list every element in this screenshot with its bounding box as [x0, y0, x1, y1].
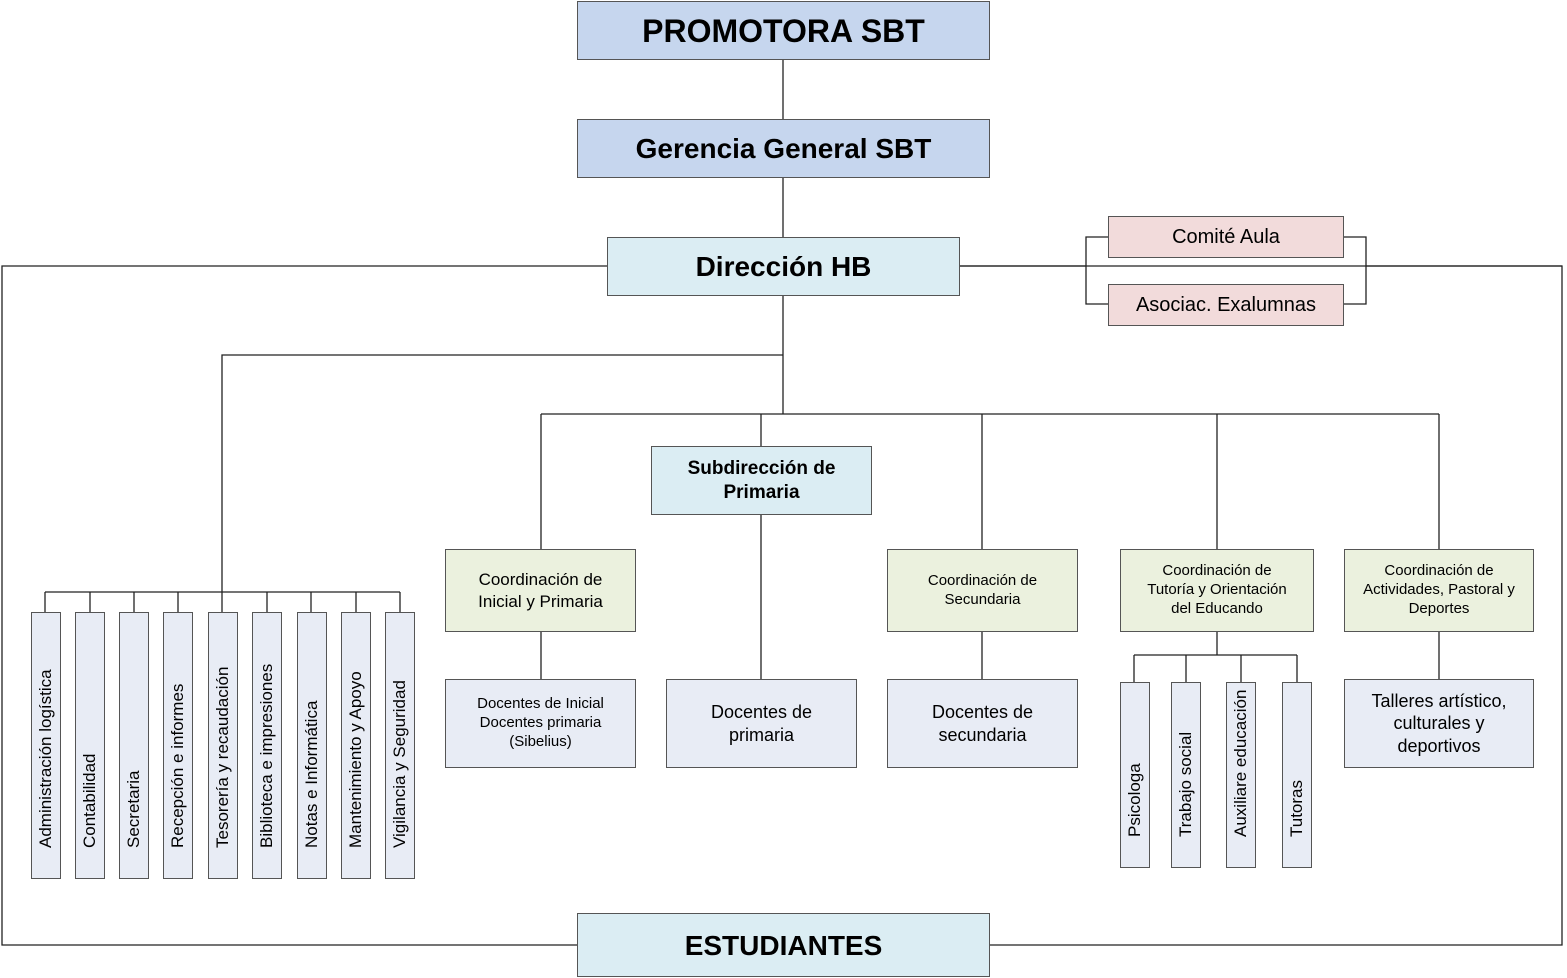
tutoria-unit-psicologa: Psicologa — [1120, 682, 1150, 868]
tutoria-unit-label: Auxiliare educación — [1231, 689, 1250, 837]
direccion-box: Dirección HB — [607, 237, 960, 296]
admin-unit-mantenimiento: Mantenimiento y Apoyo — [341, 612, 371, 879]
admin-unit-label: Administración logística — [36, 669, 55, 848]
admin-unit-label: Contabilidad — [80, 753, 99, 848]
asociac-exalumnas-box: Asociac. Exalumnas — [1108, 284, 1344, 326]
coordinacion-secundaria-box: Coordinación de Secundaria — [887, 549, 1078, 632]
admin-unit-secretaria: Secretaria — [119, 612, 149, 879]
admin-unit-biblioteca: Biblioteca e impresiones — [252, 612, 282, 879]
admin-unit-contabilidad: Contabilidad — [75, 612, 105, 879]
subdireccion-primaria-box: Subdirección de Primaria — [651, 446, 872, 515]
tutoria-unit-trabajo-social: Trabajo social — [1171, 682, 1201, 868]
tutoria-unit-label: Psicologa — [1125, 763, 1144, 837]
admin-unit-label: Biblioteca e impresiones — [257, 663, 276, 848]
estudiantes-box: ESTUDIANTES — [577, 913, 990, 977]
tutoria-unit-label: Trabajo social — [1176, 731, 1195, 837]
admin-unit-tesoreria: Tesorería y recaudación — [208, 612, 238, 879]
admin-unit-label: Mantenimiento y Apoyo — [346, 671, 365, 848]
gerencia-general-box: Gerencia General SBT — [577, 119, 990, 178]
admin-unit-label: Tesorería y recaudación — [213, 666, 232, 848]
coordinacion-actividades-box: Coordinación de Actividades, Pastoral y … — [1344, 549, 1534, 632]
tutoria-unit-auxiliar: Auxiliare educación — [1226, 682, 1256, 868]
admin-unit-label: Secretaria — [124, 770, 143, 848]
admin-unit-vigilancia: Vigilancia y Seguridad — [385, 612, 415, 879]
comite-aula-box: Comité Aula — [1108, 216, 1344, 258]
coordinacion-inicial-box: Coordinación de Inicial y Primaria — [445, 549, 636, 632]
promotora-box: PROMOTORA SBT — [577, 1, 990, 60]
admin-unit-label: Notas e Informática — [302, 700, 321, 848]
admin-unit-notas: Notas e Informática — [297, 612, 327, 879]
docentes-inicial-box: Docentes de Inicial Docentes primaria (S… — [445, 679, 636, 768]
admin-unit-label: Vigilancia y Seguridad — [390, 680, 409, 848]
coordinacion-tutoria-box: Coordinación de Tutoría y Orientación de… — [1120, 549, 1314, 632]
talleres-box: Talleres artístico, culturales y deporti… — [1344, 679, 1534, 768]
admin-unit-administracion: Administración logística — [31, 612, 61, 879]
docentes-primaria-box: Docentes de primaria — [666, 679, 857, 768]
admin-unit-label: Recepción e informes — [168, 683, 187, 848]
admin-unit-recepcion: Recepción e informes — [163, 612, 193, 879]
tutoria-unit-tutoras: Tutoras — [1282, 682, 1312, 868]
docentes-secundaria-box: Docentes de secundaria — [887, 679, 1078, 768]
tutoria-unit-label: Tutoras — [1287, 779, 1306, 837]
